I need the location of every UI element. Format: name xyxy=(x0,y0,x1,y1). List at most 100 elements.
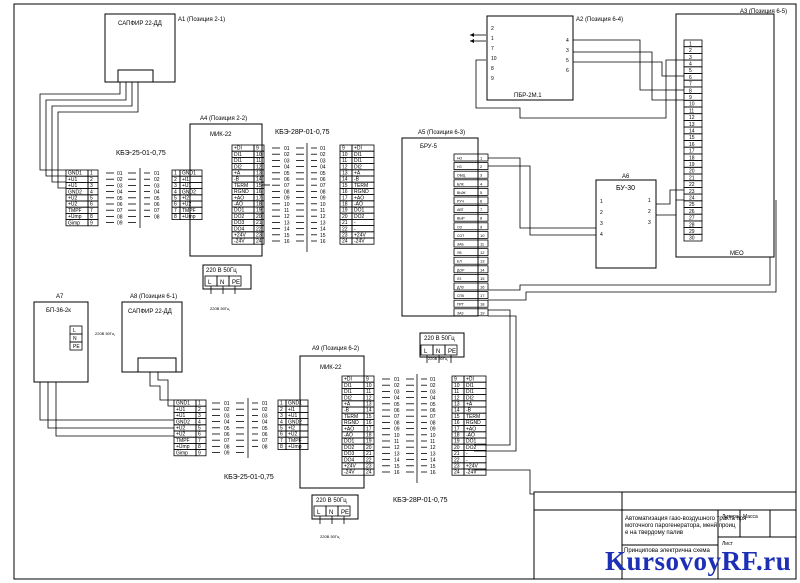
a2-pin-left: 1 xyxy=(491,36,494,42)
a3-pin xyxy=(683,86,703,95)
a5-supply-label: PE xyxy=(448,349,456,355)
a4-power: 220 В 50Гц xyxy=(206,268,237,274)
a9-right-terminal-text: DI1 xyxy=(466,383,474,389)
k3-num-r: 01 xyxy=(262,401,268,407)
a3-pin-label: 12 xyxy=(689,115,695,121)
a5-pin-label: ДЛЗ xyxy=(457,286,464,290)
a8-terminal-text: +U1 xyxy=(176,407,186,413)
a9-right-terminal-text: DO1 xyxy=(466,439,477,445)
k2-num-r: 15 xyxy=(320,233,326,239)
a4-terminal-text: DI2 xyxy=(234,164,242,170)
k3-num: 01 xyxy=(224,401,230,407)
a5-pin-label: СОТ xyxy=(457,234,465,238)
a1-terminal-text: Gimp xyxy=(68,220,80,226)
a9-right-terminal-text: 18 xyxy=(454,433,460,439)
a9-right-terminal-text: 13 xyxy=(454,402,460,408)
a9-right-terminal-text: 24 xyxy=(454,470,460,476)
a6-pin-right: 1 xyxy=(648,198,651,204)
a4-sapfir-terminal-text: GND2 xyxy=(182,189,196,195)
a9-name: МИК-22 xyxy=(320,365,342,371)
title-text-1: Автоматизация газо-воздушного тракта пря xyxy=(625,516,746,522)
a5-pin-num xyxy=(477,213,489,222)
a4-terminal-text: 18 xyxy=(256,202,262,208)
a4-terminal-text: 23 xyxy=(256,233,262,239)
k4-num: 16 xyxy=(394,470,400,476)
a9-terminal-text: DI2 xyxy=(344,395,352,401)
a8-terminal-text: +Ump xyxy=(176,444,190,450)
k2-num-r: 12 xyxy=(320,214,326,220)
a4-terminal-text: DO4 xyxy=(234,226,245,232)
a9-sapfir-terminal-text: 1 xyxy=(280,401,283,407)
interconnect-wire xyxy=(39,82,121,171)
a9-terminal-cell xyxy=(363,468,375,476)
a9-right-terminal-text: +24V xyxy=(466,464,478,470)
a4-terminal-text: 19 xyxy=(256,208,262,214)
interconnect-wire xyxy=(488,257,771,291)
a4-right-terminal-text: -24V xyxy=(354,239,365,245)
a1-terminal-text: 9 xyxy=(90,220,93,226)
a9-terminal-text: 14 xyxy=(366,408,372,414)
a3-pin xyxy=(683,59,703,68)
k4-num: 13 xyxy=(394,451,400,457)
a7-id: А7 xyxy=(56,294,64,300)
k3-num: 07 xyxy=(224,438,230,444)
a6-pin-left: 1 xyxy=(600,199,603,205)
a6-pin-left: 3 xyxy=(600,221,603,227)
interconnect-wire xyxy=(488,200,777,301)
a9-terminal-text: 24 xyxy=(366,470,372,476)
a9-terminal-text: DI1 xyxy=(344,383,352,389)
k2-num: 15 xyxy=(284,233,290,239)
a4-terminal-text: DO1 xyxy=(234,208,245,214)
interconnect-wire xyxy=(474,309,511,446)
a9-terminal-text: DI1 xyxy=(344,389,352,395)
a5-name: БРУ-5 xyxy=(420,144,438,150)
a3-pin-label: 23 xyxy=(689,189,695,195)
a9-terminal-text: 11 xyxy=(366,389,371,395)
a4-right-terminal-text: - xyxy=(354,226,356,232)
k3-num-r: 05 xyxy=(262,426,268,432)
a5-pin-label: НЗ xyxy=(457,165,462,169)
a3-pin xyxy=(683,66,703,74)
a3-pin-label: 29 xyxy=(689,229,695,235)
a9-right-terminal-text: 14 xyxy=(454,408,460,414)
a4-sapfir-terminal-text: 7 xyxy=(174,208,177,214)
k4-num-r: 14 xyxy=(430,458,436,464)
k2-num: 09 xyxy=(284,196,290,202)
k2-num-r: 08 xyxy=(320,189,326,195)
a4-terminal-text: +AO xyxy=(234,195,244,201)
a4-right-terminal-text: -AO xyxy=(354,202,363,208)
title-sheet: Лист xyxy=(722,541,734,547)
a9-terminal-text: RGND xyxy=(344,420,359,426)
a2-pin-left: 2 xyxy=(491,26,494,32)
k1-num-r: 03 xyxy=(154,183,160,189)
a9-sapfir-terminal-text: 5 xyxy=(280,426,283,432)
k2-num: 01 xyxy=(284,146,290,152)
interconnect-wire xyxy=(475,59,684,119)
a4-terminal-cell xyxy=(253,237,265,245)
a9-right-terminal-text: 15 xyxy=(454,414,460,420)
a4-sapfir-terminal-text: +I2 xyxy=(182,196,189,202)
a4-terminal-text: 21 xyxy=(256,220,262,226)
k1-num: 01 xyxy=(117,171,123,177)
k1-num: 07 xyxy=(117,208,123,214)
k1-num: 09 xyxy=(117,221,123,227)
a8-terminal-text: 1 xyxy=(198,401,201,407)
a6-pin-right: 3 xyxy=(648,220,651,226)
a5-pin-num xyxy=(477,170,489,179)
k3-num-r: 08 xyxy=(262,444,268,450)
k4-num-r: 12 xyxy=(430,445,436,451)
a8-terminal-text: GND2 xyxy=(176,419,190,425)
a2-pin-left: 10 xyxy=(491,56,497,62)
a4-terminal-text: 15 xyxy=(256,183,262,189)
a4-right-terminal-text: RGND xyxy=(354,189,369,195)
k2-num: 14 xyxy=(284,227,290,233)
title-block xyxy=(533,491,797,580)
a2-arrow-head xyxy=(470,39,474,43)
k1-num: 06 xyxy=(117,202,123,208)
a4-supply-note: 220В 50Гц xyxy=(210,306,230,311)
a1-terminal-text: 7 xyxy=(90,208,93,214)
a3-pin-label: 9 xyxy=(689,95,692,101)
a5-pin-num-text: 17 xyxy=(480,293,485,298)
a3-pin xyxy=(683,79,703,88)
